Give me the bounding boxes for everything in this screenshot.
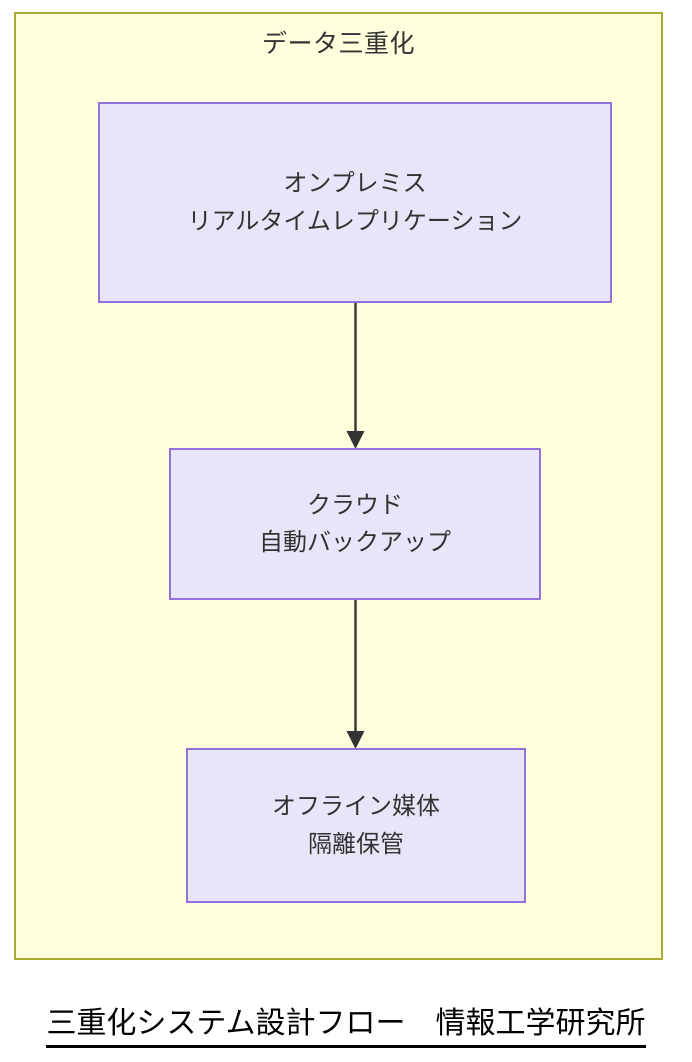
diagram-caption-text: 三重化システム設計フロー 情報工学研究所 bbox=[46, 1004, 646, 1048]
edge-onpremise-to-cloud bbox=[338, 303, 374, 449]
arrow-down-icon bbox=[346, 600, 365, 749]
subgraph-title: データ三重化 bbox=[261, 29, 415, 58]
node-cloud-auto-backup[interactable]: クラウド 自動バックアップ bbox=[169, 448, 541, 600]
node-onpremise-replication-label: オンプレミス リアルタイムレプリケーション bbox=[187, 169, 523, 235]
node-cloud-auto-backup-label: クラウド 自動バックアップ bbox=[259, 490, 451, 556]
subgraph-container: データ三重化 オンプレミス リアルタイムレプリケーション クラウド 自動バックア… bbox=[14, 12, 663, 960]
node-offline-media-isolated-storage-label: オフライン媒体 隔離保管 bbox=[272, 792, 440, 858]
diagram-caption: 三重化システム設計フロー 情報工学研究所 bbox=[0, 1004, 692, 1048]
arrow-down-icon bbox=[346, 303, 365, 449]
diagram-canvas: データ三重化 オンプレミス リアルタイムレプリケーション クラウド 自動バックア… bbox=[14, 12, 663, 960]
node-offline-media-isolated-storage[interactable]: オフライン媒体 隔離保管 bbox=[186, 748, 526, 903]
node-onpremise-replication[interactable]: オンプレミス リアルタイムレプリケーション bbox=[98, 102, 612, 303]
edge-cloud-to-offline bbox=[338, 600, 374, 749]
